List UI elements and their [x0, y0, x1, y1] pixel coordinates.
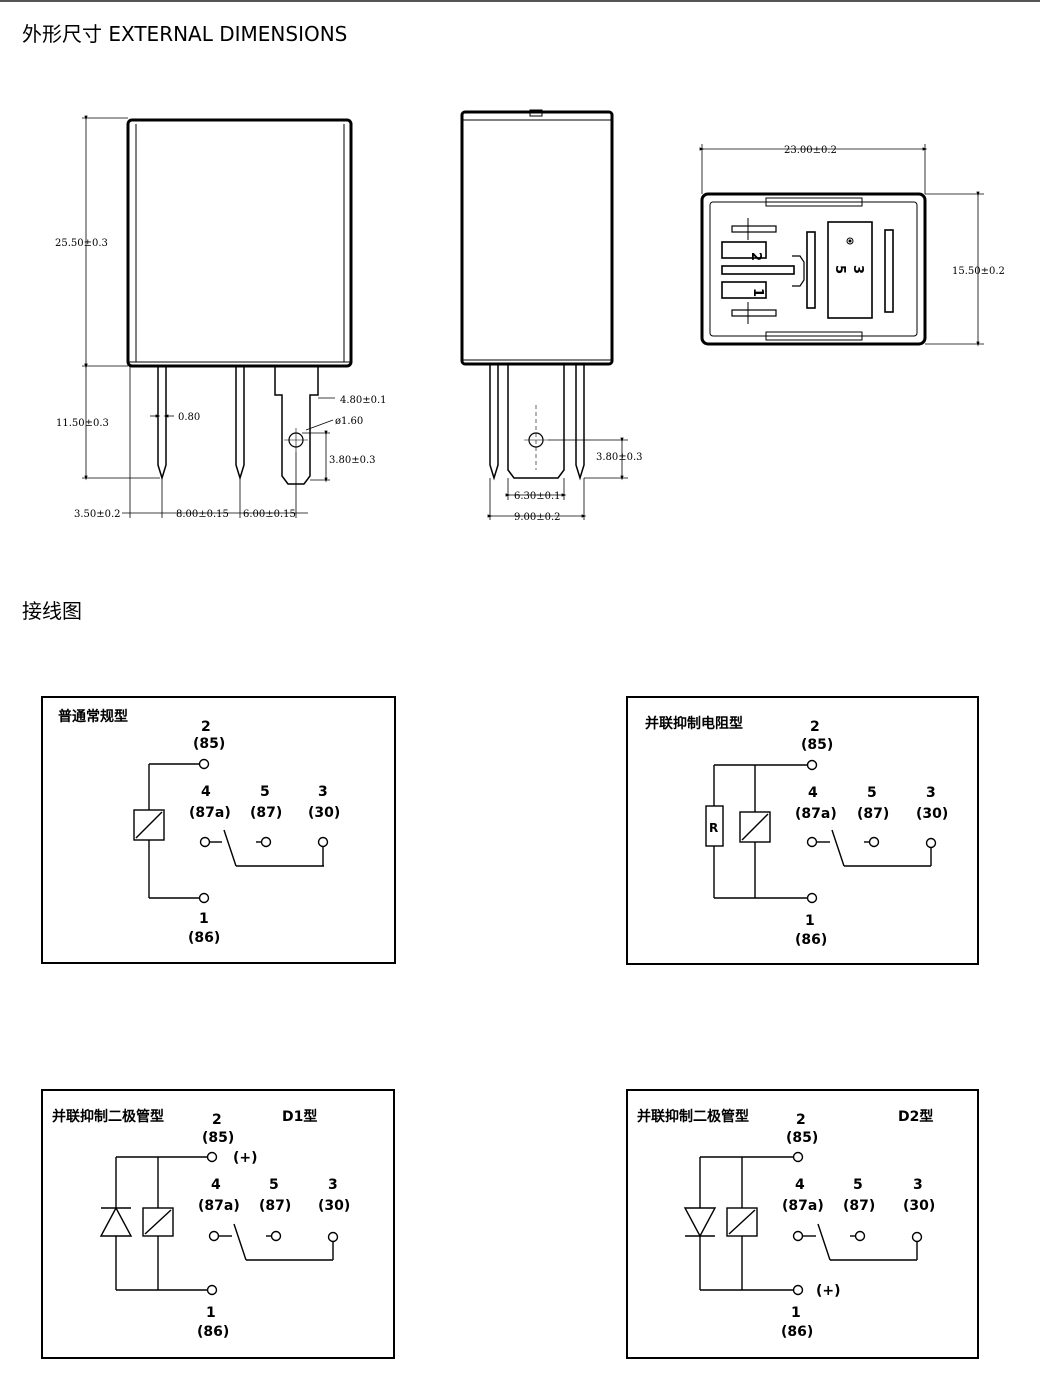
- front-body-outline: [126, 118, 353, 368]
- dim-tab-width: 4.80±0.1: [340, 395, 387, 406]
- diode-icon: [683, 1207, 717, 1238]
- front-tab: [274, 366, 319, 485]
- svg-text:2: 2: [796, 1112, 806, 1128]
- svg-text:4: 4: [808, 785, 818, 801]
- front-pin-1: [157, 366, 167, 481]
- svg-text:(85): (85): [202, 1130, 234, 1146]
- diode-icon: [99, 1206, 133, 1237]
- svg-text:(30): (30): [318, 1198, 350, 1214]
- svg-text:5: 5: [867, 785, 877, 801]
- diagram-d2-type: D2型: [898, 1108, 933, 1125]
- svg-text:(87): (87): [857, 806, 889, 822]
- front-view: [82, 115, 353, 518]
- svg-text:(86): (86): [781, 1324, 813, 1340]
- dim-bottom-width: 23.00±0.2: [784, 145, 837, 156]
- svg-text:4: 4: [795, 1177, 805, 1193]
- resistor-label: R: [709, 821, 718, 835]
- diagram-d1-title: 并联抑制二极管型: [52, 1108, 164, 1125]
- svg-text:1: 1: [791, 1305, 801, 1321]
- svg-text:2: 2: [212, 1112, 222, 1128]
- diagram-resistor-title: 并联抑制电阻型: [645, 715, 743, 732]
- bottom-pin-5-label: 5: [832, 265, 847, 274]
- svg-text:(87): (87): [250, 805, 282, 821]
- dim-pin-spacing-2: 6.00±0.15: [243, 509, 296, 520]
- svg-text:(87): (87): [259, 1198, 291, 1214]
- svg-text:(30): (30): [308, 805, 340, 821]
- svg-text:(87a): (87a): [782, 1198, 824, 1214]
- dim-side-hole-height: 3.80±0.3: [596, 452, 643, 463]
- diagram-diode-d1: 并联抑制二极管型 D1型 2 (85) (+) 4 (87a) 5 (87) 3…: [41, 1089, 395, 1359]
- svg-text:(87a): (87a): [189, 805, 231, 821]
- dim-bottom-height: 15.50±0.2: [952, 266, 1005, 277]
- side-view: [460, 109, 628, 520]
- svg-text:(87a): (87a): [198, 1198, 240, 1214]
- diagram-normal-title: 普通常规型: [58, 708, 128, 725]
- svg-text:3: 3: [926, 785, 936, 801]
- diagram-resistor: 并联抑制电阻型 2 (85) 4 (87a) 5 (87) 3 (30) 1 (…: [626, 696, 979, 965]
- svg-text:3: 3: [318, 784, 328, 800]
- svg-text:3: 3: [913, 1177, 923, 1193]
- side-tab: [507, 364, 565, 479]
- svg-text:(86): (86): [795, 932, 827, 948]
- svg-text:3: 3: [328, 1177, 338, 1193]
- svg-text:(30): (30): [916, 806, 948, 822]
- svg-text:1: 1: [206, 1305, 216, 1321]
- bottom-pin-2-label: 2: [748, 252, 763, 261]
- dim-pin-thickness: 0.80: [178, 412, 200, 423]
- wiring-diagram-heading: 接线图: [22, 599, 82, 623]
- bottom-view: [699, 144, 984, 347]
- svg-text:(87): (87): [843, 1198, 875, 1214]
- svg-text:5: 5: [853, 1177, 863, 1193]
- top-rule: [0, 0, 1040, 2]
- svg-text:2: 2: [201, 719, 211, 735]
- svg-text:2: 2: [810, 719, 820, 735]
- diagram-normal: 普通常规型 2 (85) 4 (87a) 5 (87) 3 (30) 1 (86…: [41, 696, 396, 964]
- bottom-pin-1-label: 1: [750, 288, 765, 297]
- svg-text:4: 4: [201, 784, 211, 800]
- bottom-labels: 23.00±0.2 15.50±0.2 2 1 5 3: [748, 145, 1005, 297]
- diagram-diode-d2: 并联抑制二极管型 D2型 2 (85) 4 (87a) 5 (87) 3 (30…: [626, 1089, 979, 1359]
- side-pin-left: [489, 364, 499, 481]
- svg-text:(85): (85): [801, 737, 833, 753]
- side-body-outline: [460, 110, 614, 366]
- dim-hole-dia: ø1.60: [335, 416, 363, 427]
- dim-body-height: 25.50±0.3: [55, 238, 108, 249]
- diagram-d1-type: D1型: [282, 1108, 317, 1125]
- dim-pin-height: 11.50±0.3: [56, 418, 109, 429]
- dim-pin-offset: 3.50±0.2: [74, 509, 121, 520]
- external-dimensions-heading: 外形尺寸 EXTERNAL DIMENSIONS: [22, 22, 348, 46]
- svg-text:(85): (85): [193, 736, 225, 752]
- dim-pin-spacing-1: 8.00±0.15: [176, 509, 229, 520]
- side-pin-right: [575, 364, 585, 481]
- svg-text:5: 5: [260, 784, 270, 800]
- svg-text:(87a): (87a): [795, 806, 837, 822]
- svg-text:1: 1: [805, 913, 815, 929]
- bottom-body-outline: [700, 192, 927, 346]
- svg-text:5: 5: [269, 1177, 279, 1193]
- svg-text:1: 1: [199, 911, 209, 927]
- bottom-pin-3-label: 3: [850, 265, 865, 274]
- front-dimension-labels: 25.50±0.3 11.50±0.3 0.80 4.80±0.1 ø1.60 …: [55, 238, 387, 520]
- diagram-d2-title: 并联抑制二极管型: [637, 1108, 749, 1125]
- svg-text:(86): (86): [197, 1324, 229, 1340]
- svg-text:(+): (+): [816, 1283, 841, 1299]
- dim-side-tab-width: 6.30±0.1: [514, 491, 561, 502]
- front-pin-2: [235, 366, 245, 481]
- side-dimension-labels: 3.80±0.3 6.30±0.1 9.00±0.2: [514, 452, 643, 523]
- dim-hole-height: 3.80±0.3: [329, 455, 376, 466]
- svg-text:(85): (85): [786, 1130, 818, 1146]
- svg-text:(30): (30): [903, 1198, 935, 1214]
- dim-side-width: 9.00±0.2: [514, 512, 561, 523]
- svg-text:(86): (86): [188, 930, 220, 946]
- svg-text:4: 4: [211, 1177, 221, 1193]
- svg-text:(+): (+): [233, 1150, 258, 1166]
